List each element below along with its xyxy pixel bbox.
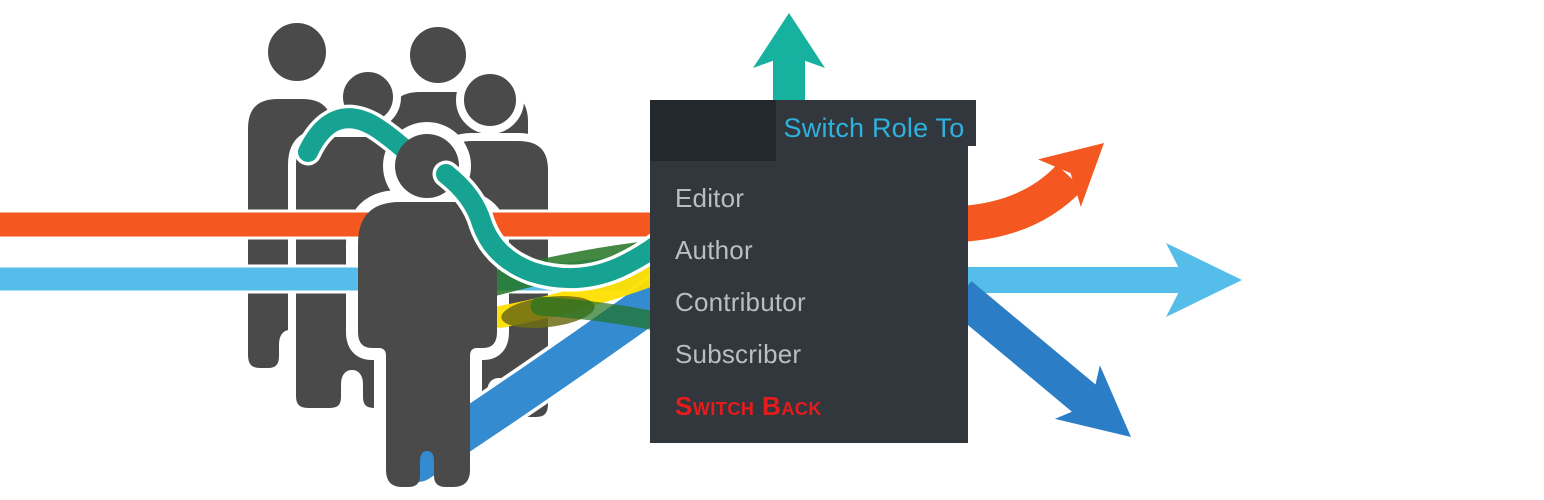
- direction-arrows: [753, 13, 1242, 437]
- menu-item-author[interactable]: Author: [675, 234, 753, 265]
- teal-ribbon-over: [432, 160, 674, 292]
- menu-item-contributor[interactable]: Contributor: [675, 286, 806, 317]
- menu-item-editor[interactable]: Editor: [675, 182, 745, 213]
- dropdown-title[interactable]: Switch Role To: [783, 112, 965, 143]
- arrow-up-icon: [753, 13, 825, 107]
- role-menu-list: Editor Author Contributor Subscriber Swi…: [675, 172, 822, 432]
- admin-bar-dark-box: [650, 100, 776, 161]
- arrow-curve-up-right-icon: [958, 143, 1104, 242]
- dropdown-header-strip: [968, 100, 976, 146]
- arrow-down-right-icon: [948, 281, 1131, 437]
- menu-item-switch-back[interactable]: Switch Back: [675, 390, 822, 421]
- orange-ribbon: [0, 209, 660, 240]
- arrow-right-icon: [958, 243, 1242, 317]
- menu-item-subscriber[interactable]: Subscriber: [675, 338, 802, 369]
